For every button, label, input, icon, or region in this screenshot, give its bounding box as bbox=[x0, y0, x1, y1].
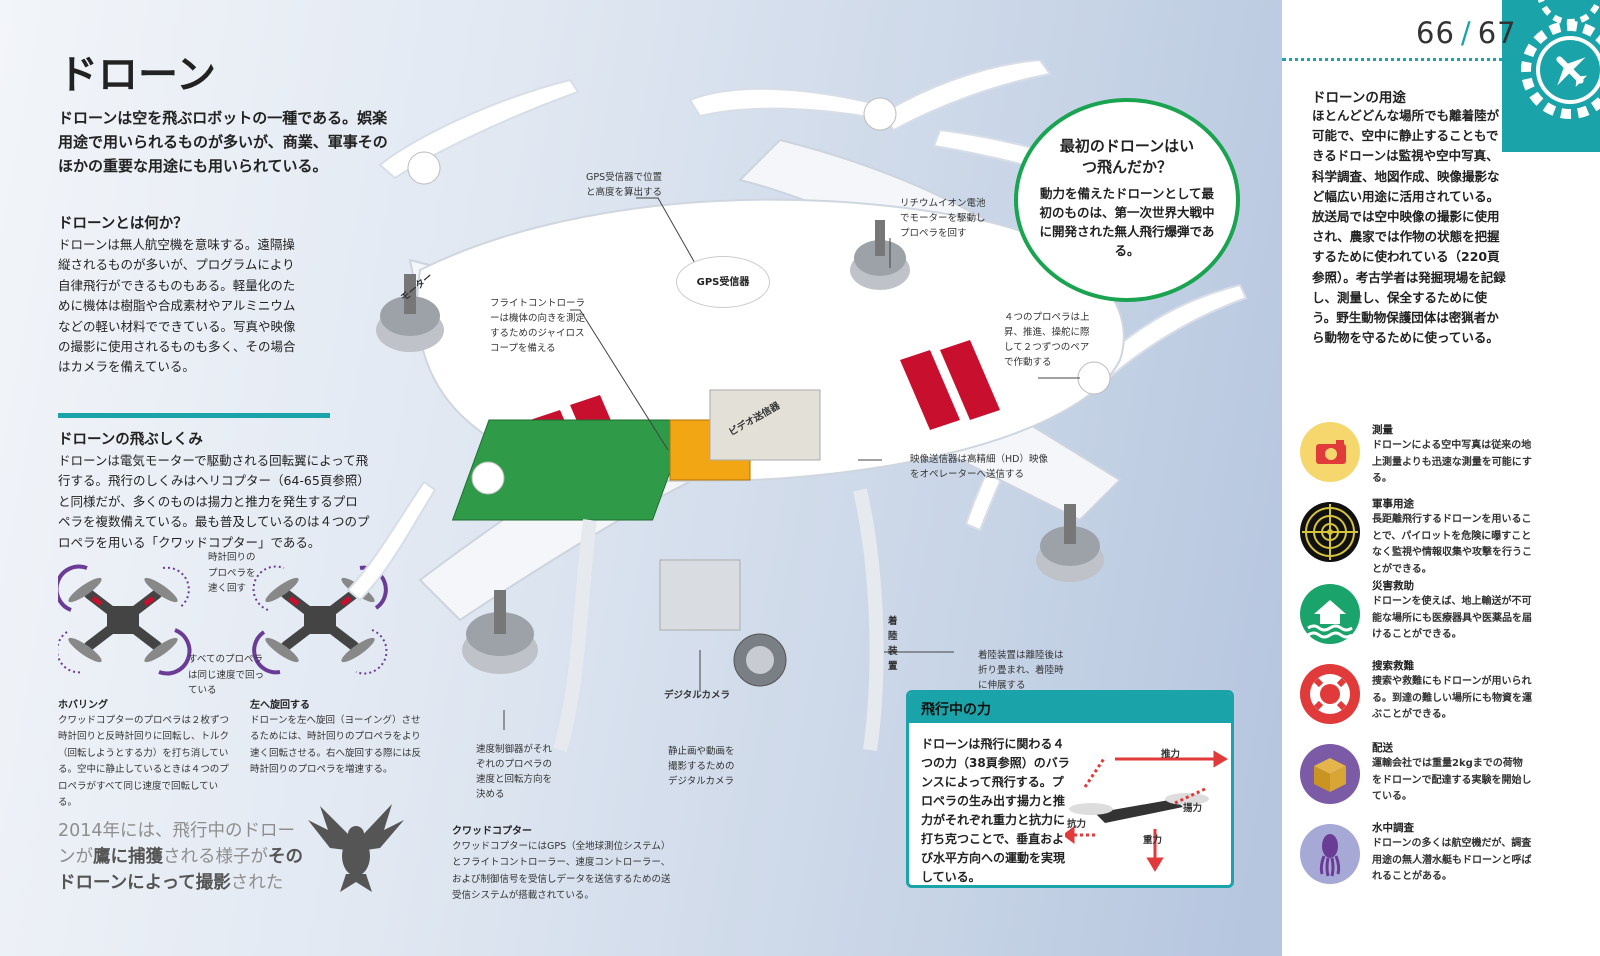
quadcopter-text: クワッドコプターにはGPS（全地球測位システム）とフライトコントローラー、速度コ… bbox=[452, 841, 671, 902]
video-transmitter-box bbox=[709, 389, 821, 461]
app-text-survey: ドローンによる空中写真は従来の地上測量よりも迅速な測量を可能にする。 bbox=[1372, 440, 1532, 484]
app-title-underwater: 水中調査 bbox=[1372, 822, 1414, 834]
dotted-divider bbox=[1282, 58, 1522, 61]
motor-caps bbox=[407, 97, 1111, 495]
app-title-survey: 測量 bbox=[1372, 424, 1393, 436]
uses-text: ほとんどどんな場所でも離着陸が可能で、空中に静止することもできるドローンは監視や… bbox=[1312, 108, 1506, 346]
how-section: ドローンの飛ぶしくみ ドローンは電気モーターで駆動される回転翼によって飛行する。… bbox=[58, 428, 370, 553]
how-text: ドローンは電気モーターで駆動される回転翼によって飛行する。飛行のしくみはヘリコプ… bbox=[58, 453, 370, 550]
rotation-arrow-icon bbox=[158, 628, 192, 676]
motors bbox=[376, 220, 1104, 674]
hovering-heading: ホバリング bbox=[58, 700, 108, 711]
target-icon bbox=[1300, 502, 1360, 562]
turn-left-heading: 左へ旋回する bbox=[250, 700, 310, 711]
camera-label: 静止画や動画を撮影するためのデジタルカメラ bbox=[668, 746, 735, 787]
forces-diagram bbox=[1065, 750, 1228, 872]
section-badge bbox=[1502, 0, 1600, 152]
what-heading: ドローンとは何か？ bbox=[58, 216, 188, 232]
app-title-search-rescue: 搜索救難 bbox=[1372, 660, 1414, 672]
flight-controller-label: フライトコントローラーは機体の向きを測定するためのジャイロスコープを備える bbox=[490, 298, 586, 354]
propellers-label: ４つのプロペラは上昇、推進、操舵に際して２つずつのペアで作動する bbox=[1004, 312, 1090, 368]
first-drone-callout: 最初のドローンはいつ飛んだか？ 動力を備えたドローンとして最初のものは、第一次世… bbox=[1014, 98, 1240, 302]
gear-icon bbox=[1521, 0, 1600, 119]
app-title-delivery: 配送 bbox=[1372, 742, 1393, 754]
gravity-label: 重力 bbox=[1143, 835, 1163, 846]
uses-heading: ドローンの用途 bbox=[1312, 90, 1406, 106]
quadcopter-heading: クワッドコプター bbox=[452, 826, 532, 837]
quadcopter-section: クワッドコプター クワッドコプターにはGPS（全地球測位システム）とフライトコン… bbox=[452, 822, 678, 905]
lifebuoy-icon bbox=[1300, 664, 1360, 724]
page-title: ドローン bbox=[58, 51, 216, 98]
gps-receiver-tag: GPS受信器 bbox=[676, 256, 770, 308]
first-drone-text: 動力を備えたドローンとして最初のものは、第一次世界大戦中に開発された無人飛行爆弾… bbox=[1039, 186, 1215, 258]
turn-left-text: ドローンを左へ旋回（ヨーイング）させるためには、時計回りのプロペラをより速く回転… bbox=[250, 715, 422, 776]
what-text: ドローンは無人航空機を意味する。遠隔操縦されるものが多いが、プログラムにより自律… bbox=[58, 237, 296, 375]
app-title-military: 軍事用途 bbox=[1372, 498, 1414, 510]
landing-gear bbox=[553, 488, 884, 752]
video-tx-label: 映像送信器は高精細（HD）映像をオペレーターへ送信する bbox=[910, 454, 1048, 480]
thrust-label: 推力 bbox=[1161, 749, 1181, 760]
how-heading: ドローンの飛ぶしくみ bbox=[58, 432, 203, 448]
hawk-icon bbox=[308, 804, 404, 892]
rotation-arrow-icon bbox=[58, 564, 88, 612]
forces-box: 飛行中の力 ドローンは飛行に関わる４つの力（38頁参照）のバランスによって飛行す… bbox=[906, 690, 1234, 888]
lift-label: 揚力 bbox=[1183, 803, 1203, 814]
app-text-underwater: ドローンの多くは航空機だが、調査用途の無人潜水艇もドローンと呼ばれることがある。 bbox=[1372, 838, 1532, 882]
app-text-military: 長距離飛行するドローンを用いることで、パイロットを危険に曝すことなく監視や情報収… bbox=[1372, 514, 1532, 575]
quadcopter-mini-diagrams bbox=[58, 564, 388, 676]
same-speed-label: すべてのプロペラは同じ速度で回っている bbox=[188, 654, 265, 696]
gps-label: GPS受信器で位置と高度を算出する bbox=[586, 172, 663, 198]
section-rule bbox=[58, 413, 330, 418]
battery-label: リチウムイオン電池でモーターを駆動しプロペラを回す bbox=[900, 198, 986, 239]
hovering-section: ホバリング クワッドコプターのプロペラは２枚ずつ時計回りと反時計回りに回転し、ト… bbox=[58, 696, 230, 811]
hovering-text: クワッドコプターのプロペラは２枚ずつ時計回りと反時計回りに回転し、トルク（回転し… bbox=[58, 715, 230, 809]
camera-tag: デジタルカメラ bbox=[664, 690, 731, 701]
drag-label: 抗力 bbox=[1067, 819, 1087, 830]
turn-left-section: 左へ旋回する ドローンを左へ旋回（ヨーイング）させるためには、時計回りのプロペラ… bbox=[250, 696, 424, 779]
app-text-search-rescue: 捜索や救難にもドローンが用いられる。到達の難しい場所にも物資を運ぶことができる。 bbox=[1372, 676, 1532, 720]
fact-quote: 2014年には、飛行中のドローンが鷹に捕獲される様子がそのドローンによって撮影さ… bbox=[58, 821, 303, 893]
airplane-icon bbox=[1556, 56, 1587, 87]
squid-icon bbox=[1300, 824, 1360, 884]
app-text-delivery: 運輸会社では重量2kgまでの荷物をドローンで配達する実験を開始している。 bbox=[1372, 758, 1532, 802]
hover-diagram bbox=[58, 564, 192, 676]
app-title-disaster: 災害救助 bbox=[1372, 580, 1414, 592]
first-drone-title: 最初のドローンはいつ飛んだか？ bbox=[1059, 137, 1195, 176]
leader-lines bbox=[503, 197, 1080, 730]
what-section: ドローンとは何か？ ドローンは無人航空機を意味する。遠隔操縦されるものが多いが、… bbox=[58, 212, 298, 378]
flood-house-icon bbox=[1300, 584, 1360, 644]
lead-paragraph: ドローンは空を飛ぶロボットの一種である。娯楽用途で用いられるものが多いが、商業、… bbox=[58, 109, 388, 175]
clockwise-label: 時計回りのプロペラを速く回す bbox=[208, 552, 256, 594]
forces-heading: 飛行中の力 bbox=[909, 693, 1231, 723]
drone-illustration bbox=[346, 60, 1248, 752]
camera-gimbal bbox=[659, 559, 787, 687]
speed-controller-label: 速度制御器がそれぞれのプロペラの速度と回転方向を決める bbox=[476, 744, 553, 800]
parcel-icon bbox=[1300, 744, 1360, 804]
camera-icon bbox=[1300, 422, 1360, 482]
forces-text: ドローンは飛行に関わる４つの力（38頁参照）のバランスによって飛行する。プロペラ… bbox=[921, 737, 1070, 884]
landing-gear-label: 着陸装置は離陸後は折り畳まれ、着陸時に伸展する bbox=[978, 650, 1064, 691]
page-number: 66/67 bbox=[1416, 16, 1517, 50]
landing-gear-tag: 着陸装置 bbox=[888, 616, 898, 672]
app-text-disaster: ドローンを使えば、地上輸送が不可能な場所にも医療器具や医薬品を届けることができる… bbox=[1372, 596, 1532, 640]
